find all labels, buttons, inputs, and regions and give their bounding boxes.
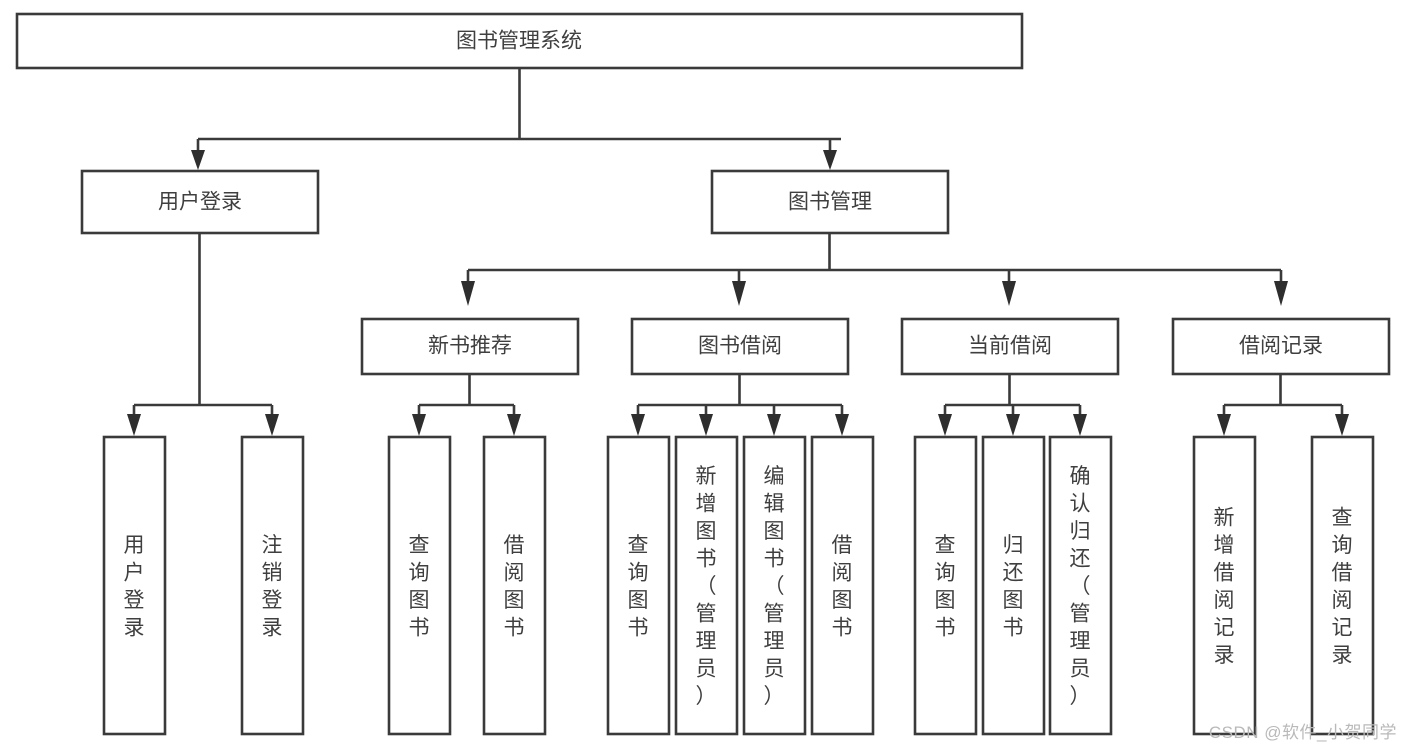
leaf-label-logout: 注销登录	[262, 534, 283, 640]
arrow-borrowrecord-leaf-1	[1217, 414, 1231, 436]
node-user-login-box[interactable]	[80, 169, 320, 235]
arrow-currentborrow-leaf-2	[1006, 414, 1020, 436]
node-leaf-return-book-box[interactable]	[981, 435, 1046, 736]
node-leaf-borrow-book-1-box[interactable]	[482, 435, 547, 736]
node-leaf-borrow-book-1[interactable]	[482, 435, 547, 736]
node-book-manage-box[interactable]	[710, 169, 950, 235]
arrow-bm-to-current-borrow	[1002, 281, 1016, 306]
node-leaf-add-book-box[interactable]	[674, 435, 739, 736]
node-current-borrow[interactable]: 当前借阅	[900, 317, 1120, 376]
node-leaf-confirm-return-box[interactable]	[1048, 435, 1113, 736]
leaf-label-query-book-1: 查询图书	[409, 534, 430, 640]
arrow-user-login-leaf-2	[265, 414, 279, 436]
connector-layer	[127, 68, 1349, 436]
node-borrow-record-label: 借阅记录	[1239, 335, 1323, 358]
node-leaf-borrow-book-2[interactable]	[810, 435, 875, 736]
arrow-currentborrow-leaf-3	[1073, 414, 1087, 436]
leaf-label-query-record: 查询借阅记录	[1332, 506, 1353, 667]
node-leaf-borrow-book-2-box[interactable]	[810, 435, 875, 736]
node-current-borrow-label: 当前借阅	[968, 335, 1052, 358]
node-leaf-query-book-3[interactable]	[913, 435, 978, 736]
node-leaf-query-book-1[interactable]	[387, 435, 452, 736]
node-root-label: 图书管理系统	[456, 30, 582, 53]
arrow-root-to-user-login	[191, 150, 205, 170]
arrow-bm-to-new-book	[461, 281, 475, 306]
node-book-borrow-label: 图书借阅	[698, 335, 782, 358]
arrow-bm-to-borrow-record	[1274, 281, 1288, 306]
node-new-book-recommend[interactable]: 新书推荐	[360, 317, 580, 376]
node-leaf-user-login[interactable]	[102, 435, 167, 736]
arrow-bookborrow-leaf-2	[699, 414, 713, 436]
node-borrow-record[interactable]: 借阅记录	[1171, 317, 1391, 376]
node-leaf-add-record-box[interactable]	[1192, 435, 1257, 736]
node-leaf-query-book-3-box[interactable]	[913, 435, 978, 736]
node-leaf-query-book-1-box[interactable]	[387, 435, 452, 736]
arrow-newbook-leaf-1	[412, 414, 426, 436]
leaf-label-confirm-return: 确认归还（管理员）	[1070, 465, 1091, 708]
leaf-label-query-book-3: 查询图书	[935, 534, 956, 640]
node-root[interactable]: 图书管理系统	[15, 12, 1024, 70]
node-book-manage-label: 图书管理	[788, 191, 872, 214]
leaf-label-edit-book: 编辑图书（管理员）	[764, 465, 785, 708]
node-leaf-query-book-2-box[interactable]	[606, 435, 671, 736]
arrow-user-login-leaf-1	[127, 414, 141, 436]
node-leaf-edit-book[interactable]	[742, 435, 807, 736]
node-new-book-recommend-label: 新书推荐	[428, 335, 512, 358]
arrow-bookborrow-leaf-4	[835, 414, 849, 436]
node-leaf-user-login-box[interactable]	[102, 435, 167, 736]
node-leaf-return-book[interactable]	[981, 435, 1046, 736]
node-borrow-record-box[interactable]	[1171, 317, 1391, 376]
arrow-currentborrow-leaf-1	[938, 414, 952, 436]
node-leaf-add-record[interactable]	[1192, 435, 1257, 736]
arrow-bm-to-book-borrow	[732, 281, 746, 306]
node-leaf-confirm-return[interactable]	[1048, 435, 1113, 736]
arrow-bookborrow-leaf-1	[631, 414, 645, 436]
leaf-label-add-record: 新增借阅记录	[1214, 506, 1235, 667]
node-leaf-query-book-2[interactable]	[606, 435, 671, 736]
node-book-manage[interactable]: 图书管理	[710, 169, 950, 235]
arrow-root-to-book-manage	[823, 150, 837, 170]
leaf-label-query-book-2: 查询图书	[628, 534, 649, 640]
leaf-label-layer: 用户登录 注销登录 查询图书 借阅图书 查询图书 新增图书（管理员） 编辑图书（…	[124, 465, 1353, 708]
node-leaf-query-record-box[interactable]	[1310, 435, 1375, 736]
node-leaf-logout[interactable]	[240, 435, 305, 736]
leaf-label-user-login: 用户登录	[124, 534, 145, 640]
leaf-label-borrow-book-2: 借阅图书	[832, 534, 853, 640]
leaf-label-borrow-book-1: 借阅图书	[504, 534, 525, 640]
leaf-label-add-book: 新增图书（管理员）	[696, 465, 717, 708]
node-current-borrow-box[interactable]	[900, 317, 1120, 376]
arrow-newbook-leaf-2	[507, 414, 521, 436]
node-leaf-logout-box[interactable]	[240, 435, 305, 736]
node-leaf-edit-book-box[interactable]	[742, 435, 807, 736]
node-leaf-query-record[interactable]	[1310, 435, 1375, 736]
leaf-label-return-book: 归还图书	[1003, 534, 1024, 640]
arrow-borrowrecord-leaf-2	[1335, 414, 1349, 436]
node-book-borrow-box[interactable]	[630, 317, 850, 376]
node-root-box[interactable]	[15, 12, 1024, 70]
node-user-login[interactable]: 用户登录	[80, 169, 320, 235]
node-new-book-recommend-box[interactable]	[360, 317, 580, 376]
node-user-login-label: 用户登录	[158, 191, 242, 214]
node-book-borrow[interactable]: 图书借阅	[630, 317, 850, 376]
node-leaf-add-book[interactable]	[674, 435, 739, 736]
arrow-bookborrow-leaf-3	[767, 414, 781, 436]
